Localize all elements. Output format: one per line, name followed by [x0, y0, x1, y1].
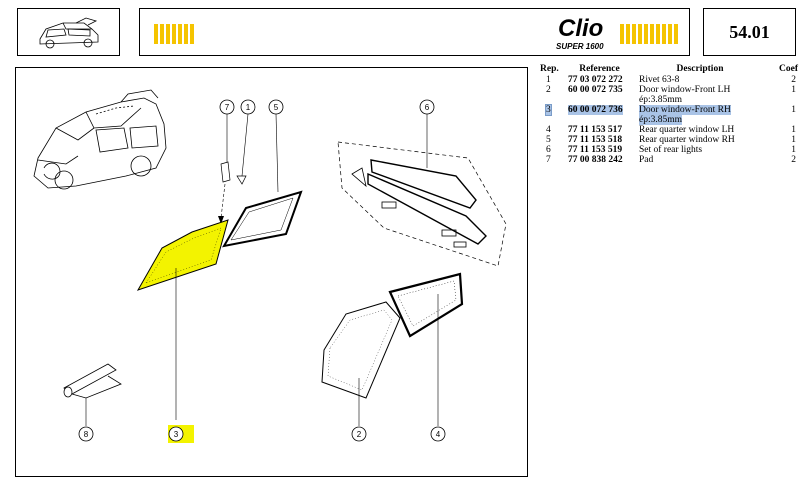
svg-text:4: 4 — [436, 430, 441, 439]
header-description: Description — [676, 64, 724, 74]
yellow-stripes-icon — [154, 24, 678, 44]
callout-8: 8 — [78, 426, 94, 442]
table-row[interactable]: 5 77 11 153 518 Rear quarter window RH 1 — [546, 135, 796, 145]
parts-diagram-drawing: 7 1 5 3 — [33, 89, 507, 443]
parts-table-header: Rep. Reference Description Coef — [534, 64, 800, 75]
callout-6: 6 — [419, 99, 435, 168]
svg-text:5: 5 — [274, 103, 279, 112]
header-rep: Rep. — [540, 64, 559, 74]
header-coef: Coef — [779, 64, 798, 74]
door-window-front-lh-part — [321, 301, 401, 426]
callout-7: 7 — [219, 99, 235, 183]
callout-5: 5 — [222, 99, 303, 248]
door-window-front-rh-part — [136, 219, 229, 420]
callout-1: 1 — [236, 99, 256, 185]
rear-quarter-window-lh-part — [388, 272, 464, 426]
svg-text:2: 2 — [357, 430, 362, 439]
header-reference: Reference — [579, 64, 620, 74]
car-thumbnail-icon — [39, 17, 99, 49]
car-thumbnail-box — [17, 8, 120, 56]
table-row[interactable]: 6 77 11 153 519 Set of rear lights 1 — [546, 145, 796, 155]
callout-4: 4 — [430, 426, 446, 442]
svg-text:6: 6 — [425, 103, 430, 112]
svg-text:8: 8 — [84, 430, 89, 439]
rivet-part-icon — [236, 175, 247, 185]
brand-name: Clio — [558, 15, 603, 42]
parts-diagram: 7 1 5 3 — [15, 67, 528, 477]
parts-list: Rep. Reference Description Coef 1 77 03 … — [534, 64, 800, 165]
table-row[interactable]: 1 77 03 072 272 Rivet 63-8 2 — [546, 75, 796, 85]
parts-table: Rep. Reference Description Coef 1 77 03 … — [534, 64, 800, 165]
car-illustration-icon — [33, 89, 167, 190]
brand-header-box: Clio SUPER 1600 — [139, 8, 690, 56]
svg-text:3: 3 — [174, 430, 179, 439]
table-row[interactable]: 4 77 11 153 517 Rear quarter window LH 1 — [546, 125, 796, 135]
svg-text:7: 7 — [225, 103, 230, 112]
roll-part-icon — [63, 363, 122, 426]
pad-part-icon — [220, 161, 231, 183]
brand-subtitle: SUPER 1600 — [556, 42, 604, 51]
callout-2: 2 — [351, 426, 367, 442]
table-row[interactable]: 7 77 00 838 242 Pad 2 — [546, 155, 796, 165]
rear-lights-set-part — [337, 141, 507, 267]
rear-quarter-window-rh-part — [222, 190, 303, 248]
svg-text:1: 1 — [246, 103, 251, 112]
callout-3: 3 — [168, 425, 194, 443]
page-number: 54.01 — [703, 8, 796, 56]
brand-header-graphic: Clio SUPER 1600 — [154, 15, 678, 51]
